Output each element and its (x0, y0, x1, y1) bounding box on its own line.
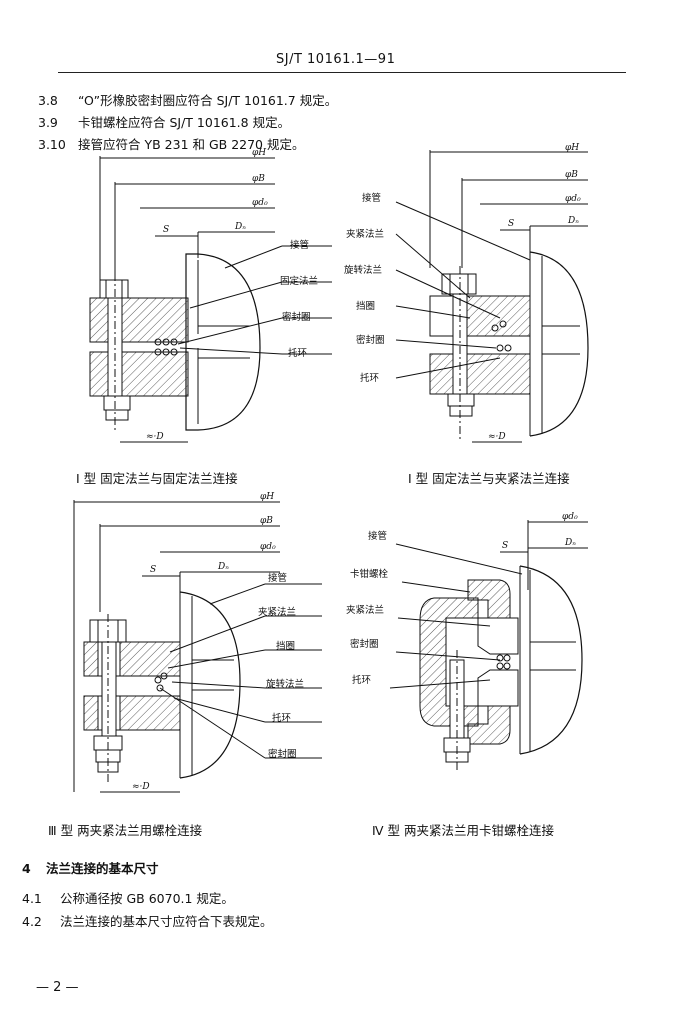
paragraph-number: 3.10 (38, 137, 66, 152)
figure-type-4-drawing: φd₀ S Dₙ (350, 512, 650, 810)
label-mifeng-quan: 密封圈 (350, 639, 379, 650)
label-jieguan: 接管 (290, 240, 310, 251)
figure-type-1-drawing: φH φB φd₀ S Dₙ ≈·D (60, 148, 340, 458)
section-title-text: 法兰连接的基本尺寸 (46, 861, 159, 876)
label-tuohuan: 托环 (352, 675, 372, 686)
figure-caption: Ⅲ 型 两夹紧法兰用螺栓连接 (48, 823, 203, 838)
figure-caption: I 型 固定法兰与固定法兰连接 (76, 471, 238, 486)
dim-h: φH (252, 148, 266, 158)
header-rule (58, 72, 626, 73)
paragraph-text: 公称通径按 GB 6070.1 规定。 (60, 891, 234, 906)
dim-d0: φd₀ (565, 194, 581, 204)
label-jiajin-falan: 夹紧法兰 (346, 229, 385, 240)
paragraph-3-9: 3.9 卡钳螺栓应符合 SJ/T 10161.8 规定。 (38, 112, 290, 131)
paragraph-3-10: 3.10 接管应符合 YB 231 和 GB 2270 规定。 (38, 134, 304, 153)
label-guding-falan: 固定法兰 (280, 276, 319, 287)
label-jieguan: 接管 (368, 531, 388, 542)
label-jiajin-falan: 夹紧法兰 (346, 605, 385, 616)
section-4-title: 4 法兰连接的基本尺寸 (22, 858, 159, 877)
label-jieguan: 接管 (268, 573, 288, 584)
dim-d0: φd₀ (252, 198, 268, 208)
label-dangquan: 挡圈 (276, 641, 296, 652)
figure-type-3-drawing: φH φB φd₀ S Dₙ ≈·D (60, 492, 340, 810)
dim-d0: φd₀ (260, 542, 276, 552)
dim-h: φH (565, 143, 579, 153)
dim-s: S (150, 565, 156, 575)
dim-dn: Dₙ (217, 562, 229, 572)
dim-d: ≈·D (146, 432, 164, 442)
document-header: SJ/T 10161.1—91 (276, 52, 396, 67)
label-mifeng-quan: 密封圈 (268, 749, 297, 760)
dim-h: φH (260, 492, 274, 502)
label-jieguan: 接管 (362, 193, 382, 204)
paragraph-number: 3.8 (38, 93, 58, 108)
paragraph-text: “O”形橡胶密封圈应符合 SJ/T 10161.7 规定。 (78, 93, 338, 108)
label-tuohuan: 托环 (360, 373, 380, 384)
dim-s: S (163, 225, 169, 235)
label-jiajin-falan: 夹紧法兰 (258, 607, 297, 618)
dim-s: S (508, 219, 514, 229)
label-tuohuan: 托环 (288, 348, 308, 359)
label-mifeng-quan: 密封圈 (356, 335, 385, 346)
dim-d: ≈·D (132, 782, 150, 792)
paragraph-number: 4.1 (22, 891, 42, 906)
paragraph-number: 3.9 (38, 115, 58, 130)
dim-b: φB (260, 516, 273, 526)
paragraph-3-8: 3.8 “O”形橡胶密封圈应符合 SJ/T 10161.7 规定。 (38, 90, 337, 109)
figure-type-2-drawing: φH φB φd₀ S Dₙ ≈·D (350, 143, 650, 458)
figure-caption: I 型 固定法兰与夹紧法兰连接 (408, 471, 570, 486)
paragraph-text: 法兰连接的基本尺寸应符合下表规定。 (60, 914, 273, 929)
label-dangquan: 挡圈 (356, 301, 376, 312)
label-xuanzhuan-falan: 旋转法兰 (344, 265, 383, 276)
paragraph-4-2: 4.2 法兰连接的基本尺寸应符合下表规定。 (22, 911, 273, 930)
dim-dn: Dₙ (564, 538, 576, 548)
page-number: — 2 — (36, 980, 79, 995)
paragraph-text: 接管应符合 YB 231 和 GB 2270 规定。 (78, 137, 305, 152)
label-kaqian-luoshuan: 卡钳螺栓 (350, 569, 389, 580)
paragraph-4-1: 4.1 公称通径按 GB 6070.1 规定。 (22, 888, 234, 907)
dim-d0: φd₀ (562, 512, 578, 522)
dim-dn: Dₙ (567, 216, 579, 226)
dim-s: S (502, 541, 508, 551)
paragraph-number: 4.2 (22, 914, 42, 929)
label-mifeng-quan: 密封圈 (282, 312, 311, 323)
dim-dn: Dₙ (234, 222, 246, 232)
figure-caption: Ⅳ 型 两夹紧法兰用卡钳螺栓连接 (372, 823, 554, 838)
dim-b: φB (252, 174, 265, 184)
label-tuohuan: 托环 (272, 713, 292, 724)
label-xuanzhuan-falan: 旋转法兰 (266, 679, 305, 690)
dim-b: φB (565, 170, 578, 180)
paragraph-text: 卡钳螺栓应符合 SJ/T 10161.8 规定。 (78, 115, 291, 130)
section-number: 4 (22, 861, 31, 876)
dim-d: ≈·D (488, 432, 506, 442)
